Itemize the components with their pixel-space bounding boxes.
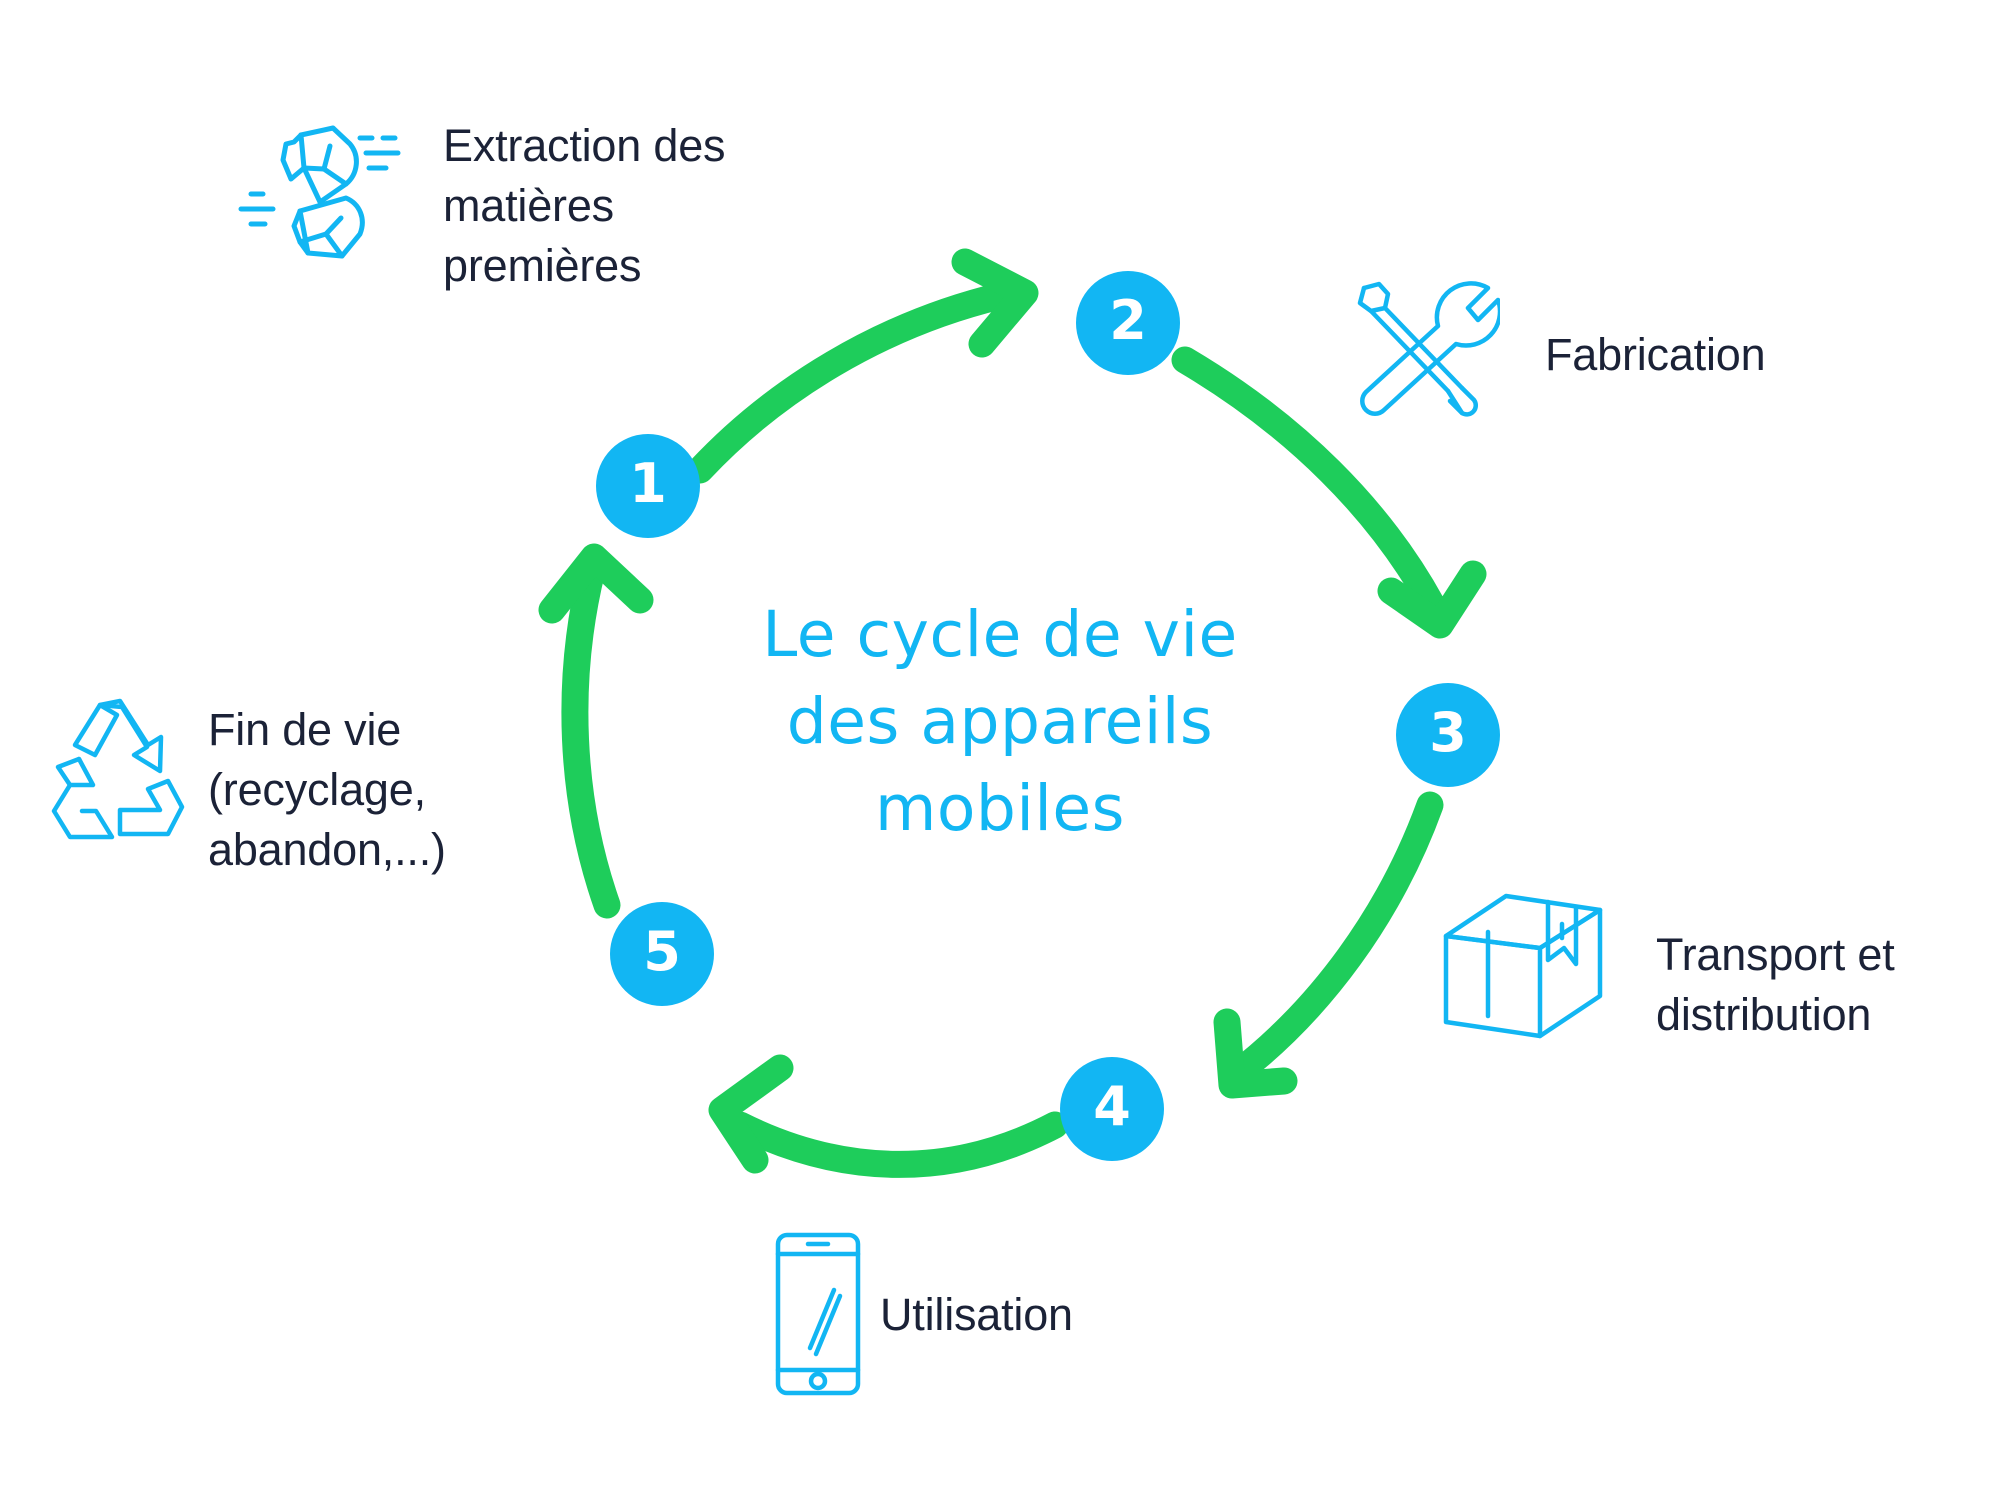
step-badge-4-number: 4 — [1093, 1075, 1131, 1138]
step-badge-5-number: 5 — [643, 920, 681, 983]
step-label-transport: Transport et distribution — [1656, 929, 1895, 1040]
diagram-center-title: Le cycle de vie des appareils mobiles — [762, 598, 1238, 845]
step-badge-4[interactable]: 4 — [1060, 1057, 1164, 1161]
arrow-5-to-1-shaft — [561, 556, 621, 919]
arrow-4-to-5-shaft — [726, 1111, 1069, 1178]
step-badge-1[interactable]: 1 — [596, 434, 700, 538]
step-badge-2-number: 2 — [1109, 289, 1147, 352]
arrow-2-to-3-shaft — [1171, 346, 1446, 619]
arrow-3-to-4-shaft — [1221, 791, 1444, 1089]
arrow-5-to-1-head — [538, 543, 654, 624]
step-badge-3-number: 3 — [1429, 701, 1467, 764]
screwdriver-wrench-icon — [1350, 278, 1503, 418]
arrow-3-to-4-head — [1213, 1008, 1298, 1099]
raw-materials-rocks-icon — [238, 122, 408, 262]
step-badge-5[interactable]: 5 — [610, 902, 714, 1006]
step-badge-2[interactable]: 2 — [1076, 271, 1180, 375]
arrow-2-to-3-head — [1377, 560, 1487, 639]
smartphone-icon — [768, 1230, 868, 1398]
arrow-1-to-2-head — [951, 248, 1039, 358]
step-label-fabrication: Fabrication — [1545, 329, 1766, 380]
step-badge-1-number: 1 — [629, 452, 667, 515]
step-label-extraction: Extraction des matières premières — [443, 120, 726, 291]
arrow-4-to-5-head — [708, 1054, 794, 1174]
step-label-fin-de-vie: Fin de vie (recyclage, abandon,...) — [208, 704, 446, 875]
arrow-1-to-2-shaft — [686, 282, 1014, 484]
step-label-utilisation: Utilisation — [880, 1289, 1073, 1340]
step-badge-3[interactable]: 3 — [1396, 683, 1500, 787]
recycling-arrows-icon — [48, 697, 193, 842]
package-box-icon — [1440, 890, 1605, 1040]
